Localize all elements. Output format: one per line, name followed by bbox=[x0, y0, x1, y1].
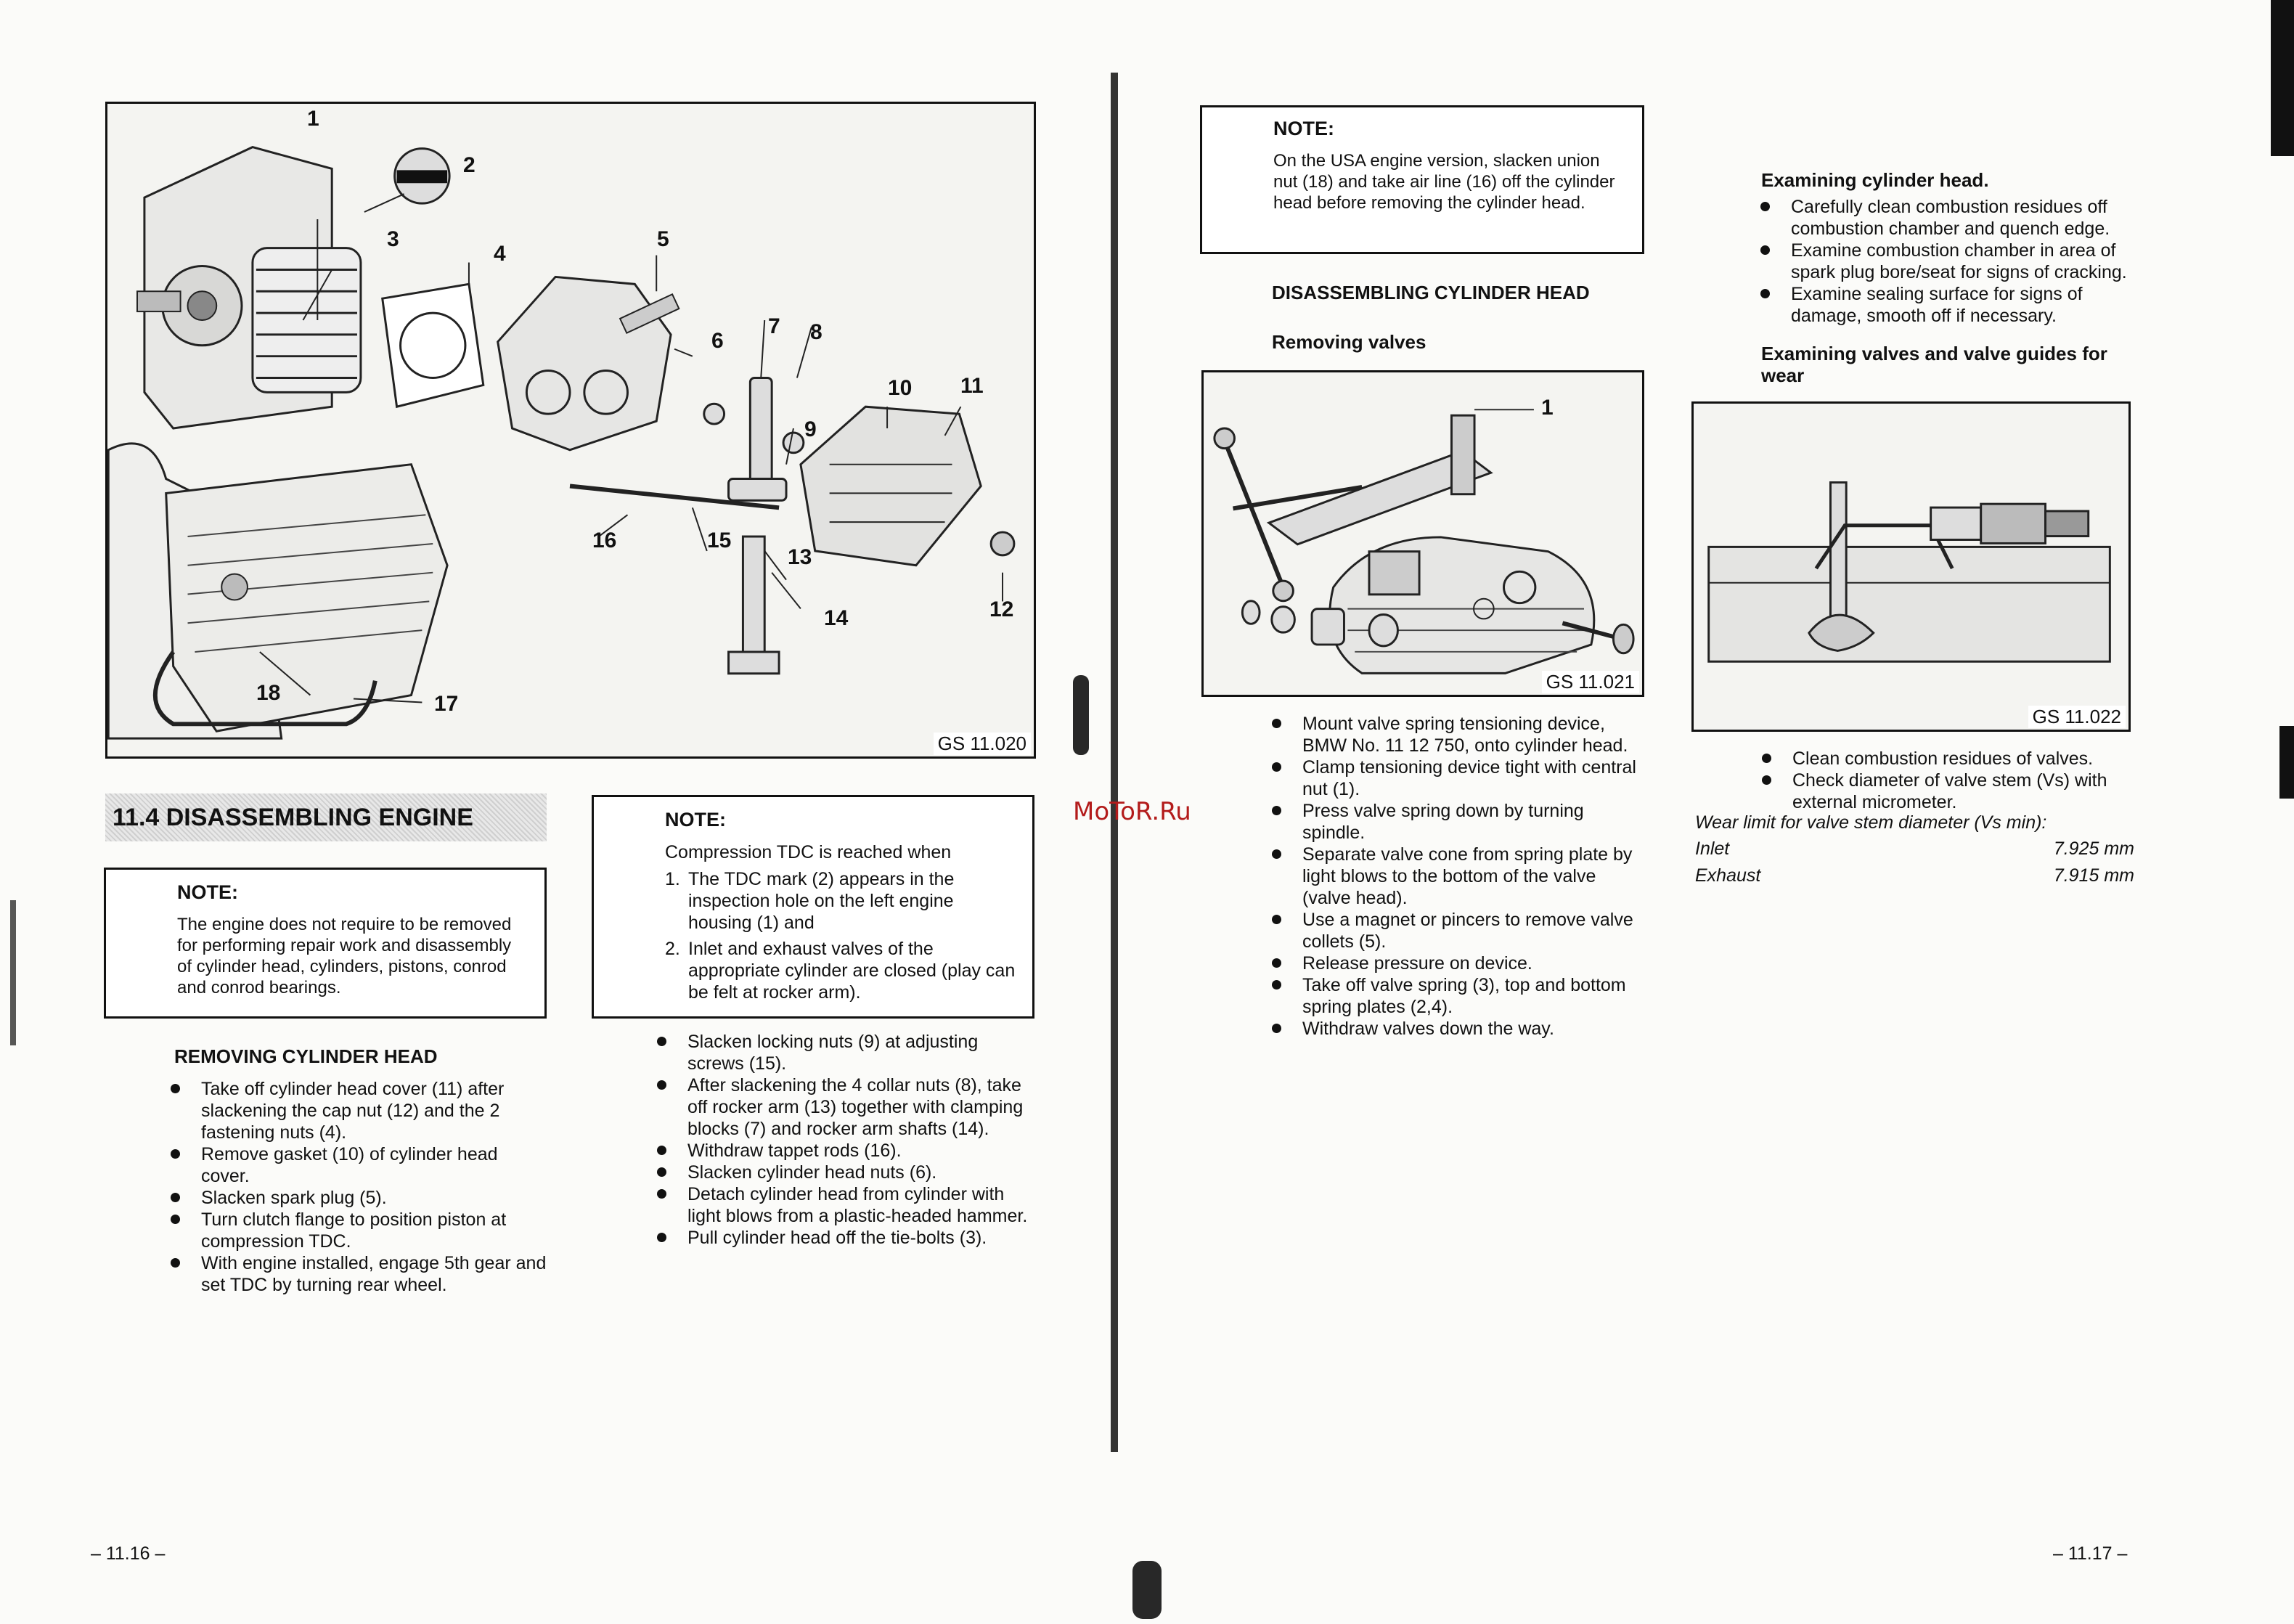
list-item: Use a magnet or pincers to remove valve … bbox=[1272, 909, 1649, 952]
binding-shadow bbox=[1073, 675, 1089, 755]
list-item: Clean combustion residues of valves. bbox=[1762, 748, 2139, 770]
note-text: The engine does not require to be remove… bbox=[177, 915, 512, 997]
wear-limit-inlet-label: Inlet bbox=[1695, 838, 1730, 859]
item-number: 1. bbox=[665, 869, 680, 889]
figure-code: GS 11.022 bbox=[2028, 706, 2126, 728]
list-item: Withdraw tappet rods (16). bbox=[657, 1140, 1033, 1162]
note-engine-removal: NOTE: The engine does not require to be … bbox=[104, 868, 547, 1019]
figure-micrometer: GS 11.022 bbox=[1691, 401, 2131, 732]
list-item: Take off cylinder head cover (11) after … bbox=[171, 1078, 547, 1143]
callout-7: 7 bbox=[768, 314, 780, 338]
disassembling-cylinder-head-title: DISASSEMBLING CYLINDER HEAD bbox=[1272, 282, 1590, 303]
item-text: The TDC mark (2) appears in the inspecti… bbox=[688, 869, 955, 933]
callout-11: 11 bbox=[960, 374, 984, 398]
list-item: Examine combustion chamber in area of sp… bbox=[1760, 240, 2138, 283]
list-item: Press valve spring down by turning spind… bbox=[1272, 800, 1649, 844]
list-item: Separate valve cone from spring plate by… bbox=[1272, 844, 1649, 909]
valve-removal-steps: Mount valve spring tensioning device, BM… bbox=[1272, 713, 1649, 1040]
note-intro: Compression TDC is reached when bbox=[665, 842, 952, 862]
callout-17: 17 bbox=[434, 692, 459, 716]
callout-10: 10 bbox=[888, 376, 913, 400]
figure-engine-exploded: 1 2 3 4 5 6 7 8 9 10 11 12 13 14 15 16 1… bbox=[105, 102, 1036, 759]
callout-16: 16 bbox=[592, 529, 617, 552]
list-item: With engine installed, engage 5th gear a… bbox=[171, 1252, 547, 1296]
edge-mark-right2 bbox=[2279, 726, 2294, 799]
callout-15: 15 bbox=[707, 529, 732, 552]
callout-14: 14 bbox=[824, 606, 849, 630]
wear-limit-exhaust-value: 7.915 mm bbox=[2053, 865, 2134, 886]
list-item: 2. Inlet and exhaust valves of the approp… bbox=[665, 938, 1018, 1003]
wear-limit-exhaust-label: Exhaust bbox=[1695, 865, 1761, 886]
callout-6: 6 bbox=[711, 329, 724, 353]
callout-5: 5 bbox=[657, 227, 669, 251]
edge-mark-left bbox=[10, 900, 16, 1045]
list-item: Turn clutch flange to position piston at… bbox=[171, 1209, 547, 1252]
item-number: 2. bbox=[665, 939, 680, 959]
edge-mark-right bbox=[2271, 0, 2294, 156]
callout-12: 12 bbox=[989, 597, 1014, 621]
list-item: 1. The TDC mark (2) appears in the inspec… bbox=[665, 868, 1018, 934]
binding-shadow-bottom bbox=[1132, 1561, 1162, 1619]
binding-gutter bbox=[1111, 73, 1118, 1452]
engine-exploded-drawing bbox=[107, 146, 1016, 740]
callout-13: 13 bbox=[788, 545, 812, 569]
examining-valves-title: Examining valves and valve guides for we… bbox=[1761, 343, 2107, 386]
list-item: Detach cylinder head from cylinder with … bbox=[657, 1183, 1033, 1227]
callout-4: 4 bbox=[494, 242, 506, 266]
wear-limit-title: Wear limit for valve stem diameter (Vs m… bbox=[1695, 812, 2047, 833]
note-usa-version: NOTE: On the USA engine version, slacken… bbox=[1200, 105, 1644, 254]
callout-2: 2 bbox=[463, 153, 475, 177]
note-numbered-list: 1. The TDC mark (2) appears in the inspec… bbox=[665, 868, 1018, 1003]
figure-valve-spring-tool: 1 GS 11.021 bbox=[1201, 370, 1644, 697]
page-number-left: – 11.16 – bbox=[91, 1543, 166, 1564]
list-item: Examine sealing surface for signs of dam… bbox=[1760, 283, 2138, 327]
callout-9: 9 bbox=[804, 417, 817, 441]
list-item: Take off valve spring (3), top and botto… bbox=[1272, 974, 1649, 1018]
callout-8: 8 bbox=[810, 320, 823, 344]
list-item: Mount valve spring tensioning device, BM… bbox=[1272, 713, 1649, 756]
callout-1: 1 bbox=[1541, 396, 1554, 420]
list-item: After slackening the 4 collar nuts (8), … bbox=[657, 1074, 1033, 1140]
list-item: Clamp tensioning device tight with centr… bbox=[1272, 756, 1649, 800]
valve-check-list: Clean combustion residues of valves. Che… bbox=[1762, 748, 2139, 813]
note-title: NOTE: bbox=[177, 881, 238, 903]
note-text: On the USA engine version, slacken union… bbox=[1273, 151, 1615, 213]
note-title: NOTE: bbox=[1273, 118, 1334, 139]
figure-code: GS 11.020 bbox=[933, 733, 1031, 755]
list-item: Slacken spark plug (5). bbox=[171, 1187, 547, 1209]
figure-code: GS 11.021 bbox=[1541, 671, 1639, 693]
removing-valves-title: Removing valves bbox=[1272, 331, 1426, 353]
list-item: Slacken locking nuts (9) at adjusting sc… bbox=[657, 1031, 1033, 1074]
removing-cylinder-head-list: Take off cylinder head cover (11) after … bbox=[171, 1078, 547, 1296]
list-item: Check diameter of valve stem (Vs) with e… bbox=[1762, 770, 2139, 813]
list-item: Withdraw valves down the way. bbox=[1272, 1018, 1649, 1040]
examining-cylinder-head-title: Examining cylinder head. bbox=[1761, 169, 1989, 191]
disassembly-steps-list: Slacken locking nuts (9) at adjusting sc… bbox=[657, 1031, 1033, 1249]
examining-cylinder-head-list: Carefully clean combustion residues off … bbox=[1760, 196, 2138, 327]
section-title: 11.4 DISASSEMBLING ENGINE bbox=[105, 793, 547, 841]
micrometer-drawing bbox=[1707, 481, 2111, 663]
page-number-right: – 11.17 – bbox=[2053, 1543, 2128, 1564]
callout-3: 3 bbox=[387, 227, 399, 251]
list-item: Carefully clean combustion residues off … bbox=[1760, 196, 2138, 240]
watermark: MoToR.Ru bbox=[1073, 797, 1191, 826]
list-item: Release pressure on device. bbox=[1272, 952, 1649, 974]
list-item: Remove gasket (10) of cylinder head cove… bbox=[171, 1143, 547, 1187]
note-compression-tdc: NOTE: Compression TDC is reached when 1.… bbox=[592, 795, 1034, 1019]
list-item: Pull cylinder head off the tie-bolts (3)… bbox=[657, 1227, 1033, 1249]
wear-limit-inlet-value: 7.925 mm bbox=[2053, 838, 2134, 859]
callout-18: 18 bbox=[256, 681, 281, 705]
valve-spring-tool-drawing bbox=[1213, 409, 1635, 674]
removing-cylinder-head-title: REMOVING CYLINDER HEAD bbox=[174, 1045, 438, 1067]
note-title: NOTE: bbox=[665, 809, 726, 831]
item-text: Inlet and exhaust valves of the appropri… bbox=[688, 939, 1016, 1003]
callout-1: 1 bbox=[307, 107, 319, 131]
list-item: Slacken cylinder head nuts (6). bbox=[657, 1162, 1033, 1183]
